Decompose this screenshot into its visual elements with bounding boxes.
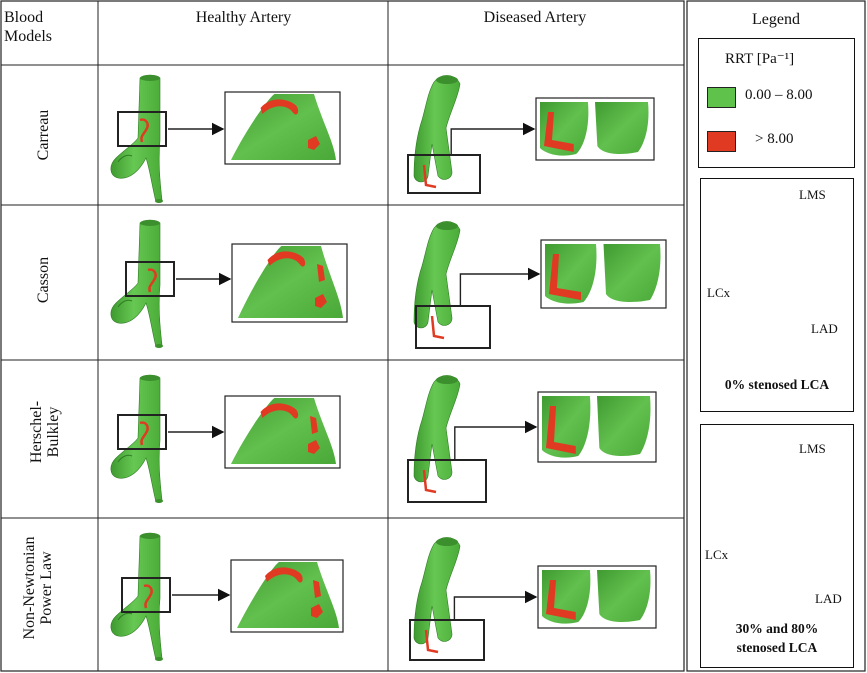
- diseased-artery: [414, 537, 460, 644]
- zoom-branch-lad: [604, 244, 661, 302]
- zoom-branch-lad: [597, 396, 651, 456]
- reference-healthy-box: LMS LCx LAD 0% stenosed LCA: [700, 178, 854, 412]
- row-power-law: Non-Newtonian Power Law: [20, 588, 76, 589]
- legend-label-low: 0.00 – 8.00: [745, 87, 813, 104]
- row-carreau: Carreau: [20, 135, 76, 136]
- diseased-zoom-arrow: [460, 274, 539, 306]
- zoom-branch-lad: [597, 570, 651, 622]
- legend-swatch-green: [707, 87, 736, 108]
- ref-diseased-caption: 30% and 80% stenosed LCA: [711, 619, 843, 657]
- ref-healthy-lcx: LCx: [707, 285, 730, 301]
- ref-diseased-lms: LMS: [799, 441, 826, 457]
- diseased-zoom-arrow: [455, 427, 536, 460]
- zoom-branch-lad: [595, 102, 649, 154]
- row-label-casson: Casson: [35, 205, 59, 355]
- diseased-zoom-arrow: [454, 597, 536, 620]
- row-figure-3: [111, 533, 656, 661]
- header-healthy: Healthy Artery: [100, 8, 387, 27]
- ref-diseased-lcx: LCx: [705, 547, 728, 563]
- ref-healthy-lms: LMS: [799, 187, 826, 203]
- diseased-zoom-arrow: [451, 129, 534, 155]
- header-legend: Legend: [686, 10, 866, 29]
- reference-diseased-box: LMS LCx LAD 30% and 80% stenosed LCA: [700, 424, 854, 668]
- ref-diseased-lad: LAD: [815, 591, 842, 607]
- row-label-power-law: Non-Newtonian Power Law: [21, 528, 75, 648]
- row-herschel-bulkley: Herschel-Bulkley: [20, 432, 76, 433]
- legend-title: RRT [Pa⁻¹]: [725, 49, 794, 68]
- ref-healthy-lad: LAD: [811, 321, 838, 337]
- diseased-artery: [414, 375, 460, 482]
- row-label-carreau: Carreau: [35, 60, 59, 210]
- legend-swatch-red: [707, 131, 736, 152]
- legend-scale-box: RRT [Pa⁻¹] 0.00 – 8.00 > 8.00: [698, 38, 855, 168]
- diseased-artery: [414, 221, 460, 328]
- row-casson: Casson: [20, 280, 76, 281]
- legend-label-high: > 8.00: [755, 131, 793, 148]
- healthy-artery: [111, 533, 163, 661]
- row-figure-2: [111, 375, 656, 503]
- row-figure-0: [111, 75, 654, 203]
- healthy-artery: [111, 220, 163, 348]
- ref-healthy-caption: 0% stenosed LCA: [701, 375, 853, 394]
- row-label-herschel-bulkley: Herschel-Bulkley: [28, 387, 68, 477]
- header-models: Blood Models: [4, 8, 92, 46]
- header-diseased: Diseased Artery: [390, 8, 680, 27]
